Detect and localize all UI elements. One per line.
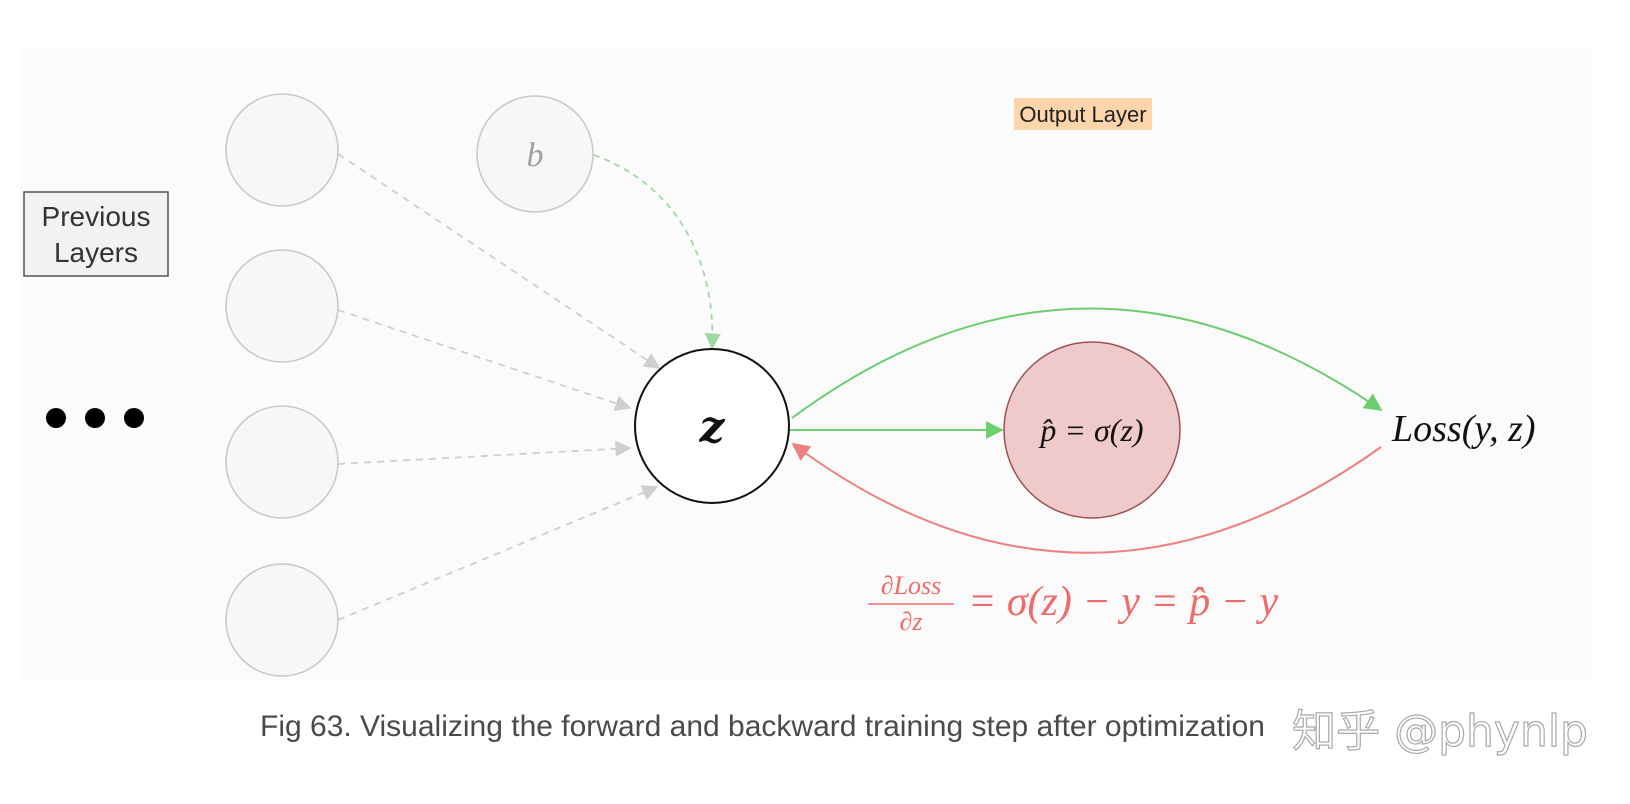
z-label: z (699, 402, 726, 453)
ellipsis-dot (46, 408, 66, 428)
ellipsis-dot (85, 408, 105, 428)
bias-node (476, 95, 594, 213)
input-edge (337, 485, 659, 621)
backward-arc (791, 442, 1382, 554)
bias-label: b (527, 137, 544, 174)
output-layer-text: Output Layer (1019, 102, 1146, 127)
input-node (225, 563, 339, 677)
input-edge (337, 440, 632, 465)
previous-layers-box: Previous Layers (23, 191, 169, 277)
p-hat-formula: p̂ = σ(z) (1038, 412, 1143, 448)
output-layer-label: Output Layer (1014, 98, 1152, 130)
z-node (634, 348, 790, 504)
loss-label: Loss(y, z) (1391, 408, 1536, 450)
previous-layers-line-2: Layers (54, 237, 138, 268)
input-node (225, 405, 339, 519)
ellipsis-dot (124, 408, 144, 428)
previous-layers-line-1: Previous (42, 201, 151, 232)
input-node (225, 249, 339, 363)
gradient-denominator: ∂z (900, 607, 923, 636)
gradient-rhs: = σ(z) − y = p̂ − y (968, 579, 1279, 625)
gradient-numerator: ∂Loss (881, 571, 942, 600)
input-node (225, 93, 339, 207)
watermark: 知乎 @phynlp (1292, 706, 1588, 757)
forward-arc-to-loss (791, 307, 1383, 419)
gradient-formula: ∂Loss ∂z = σ(z) − y = p̂ − y (868, 571, 1279, 636)
p-hat-node (1003, 341, 1181, 519)
bias-edge (593, 154, 721, 350)
figure-caption: Fig 63. Visualizing the forward and back… (260, 710, 1265, 743)
ellipsis-dots (46, 408, 144, 428)
